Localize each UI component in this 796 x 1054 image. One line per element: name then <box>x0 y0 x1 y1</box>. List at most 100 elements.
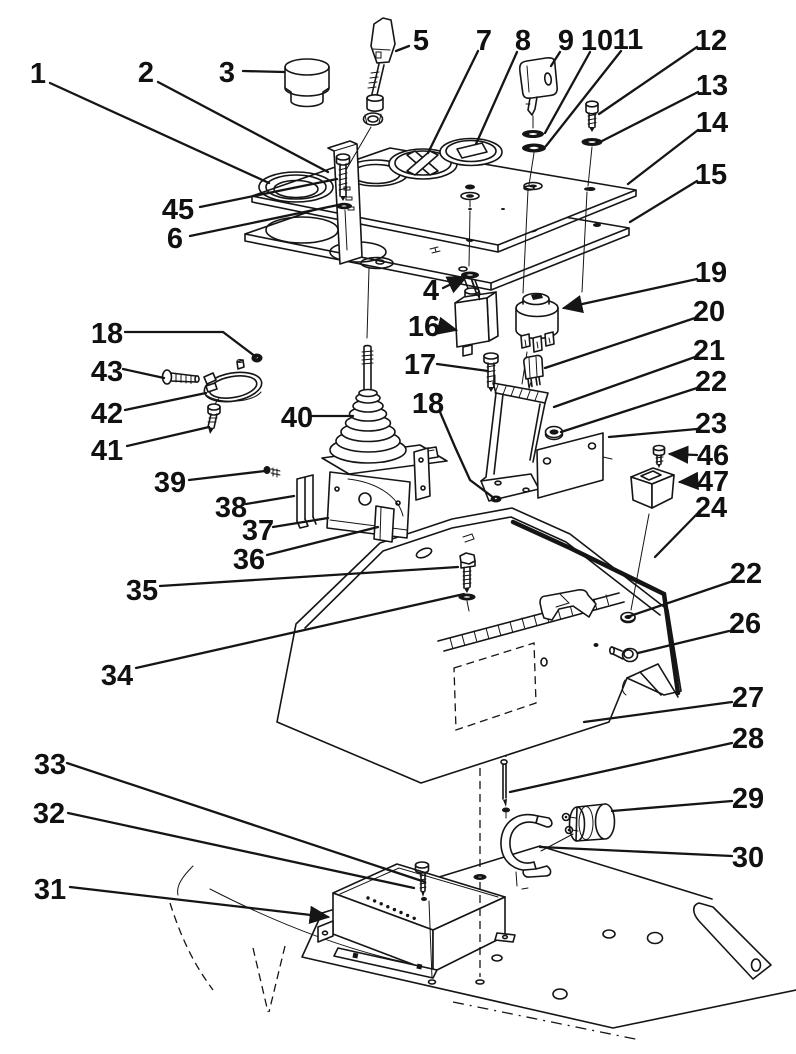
leader-line-35-38 <box>158 565 460 588</box>
bolt-35 <box>459 552 476 593</box>
leader-line-29-32 <box>610 799 734 813</box>
callout-32-35: 32 <box>33 798 65 830</box>
leader-line-31-34 <box>68 885 331 925</box>
cover-plate-23 <box>536 432 613 499</box>
leader-line-2-1 <box>156 80 330 174</box>
leader-line-30-33 <box>538 845 734 858</box>
callout-33-36: 33 <box>34 749 66 781</box>
leader-line-11-8 <box>544 49 623 148</box>
leader-line-46-25 <box>667 445 699 464</box>
leader-line-8-5 <box>474 50 519 146</box>
callout-1-0: 1 <box>30 58 46 90</box>
vent-dots <box>366 896 416 920</box>
callout-19-20: 19 <box>695 257 727 289</box>
bracket-47 <box>630 467 675 509</box>
callout-40-43: 40 <box>281 402 313 434</box>
ignition-switch-19 <box>515 292 559 353</box>
screw-41 <box>207 403 221 434</box>
callout-45-13: 45 <box>162 194 194 226</box>
callout-5-3: 5 <box>413 25 429 57</box>
hold-down-clip <box>539 589 597 621</box>
leader-line-7-4 <box>426 49 480 155</box>
callout-39-42: 39 <box>154 467 186 499</box>
callout-18-19: 18 <box>412 388 444 420</box>
access-panel-outline <box>453 642 537 731</box>
callout-3-2: 3 <box>219 57 235 89</box>
callout-15-12: 15 <box>695 159 727 191</box>
callout-18-18: 18 <box>91 318 123 350</box>
leader-line-18-19 <box>438 410 496 500</box>
leader-line-43-46 <box>121 367 166 380</box>
callout-34-37: 34 <box>101 660 133 692</box>
callout-31-34: 31 <box>34 874 66 906</box>
callout-41-44: 41 <box>91 435 123 467</box>
leader-line-24-27 <box>653 512 699 559</box>
control-box-32 <box>317 863 516 979</box>
callout-29-32: 29 <box>732 783 764 815</box>
stud-washer <box>460 184 480 267</box>
screw-46 <box>651 444 666 477</box>
joystick-boot-40 <box>329 344 407 464</box>
leader-line-45-13 <box>198 177 339 209</box>
leader-line-19-20 <box>561 277 699 314</box>
callout-43-46: 43 <box>91 356 123 388</box>
callout-26-29: 26 <box>729 608 761 640</box>
leader-line-47-26 <box>677 471 699 491</box>
hour-meter-29 <box>561 803 616 842</box>
fuse-20 <box>523 354 544 388</box>
oval-gauge-8 <box>439 137 503 167</box>
leader-line-39-42 <box>187 469 267 482</box>
callout-8-5: 8 <box>515 25 531 57</box>
leader-line-34-37 <box>134 592 466 670</box>
nut-22-upper <box>544 425 564 441</box>
callout-2-1: 2 <box>138 57 154 89</box>
leader-line-20-21 <box>543 316 697 370</box>
leader-line-22-23 <box>559 386 699 434</box>
callout-11-8: 11 <box>613 24 644 56</box>
callout-30-33: 30 <box>732 842 764 874</box>
washer-6 <box>336 202 352 251</box>
leader-line-14-11 <box>626 128 700 186</box>
bracket-plate-2 <box>327 140 370 339</box>
screw-12 <box>585 100 599 132</box>
leader-line-36-39 <box>265 525 380 557</box>
callout-10-7: 10 <box>581 25 613 57</box>
callout-42-45: 42 <box>91 398 123 430</box>
callout-36-39: 36 <box>233 544 265 576</box>
callout-12-9: 12 <box>695 25 727 57</box>
callout-13-10: 13 <box>696 70 728 102</box>
leader-line-6-14 <box>188 203 340 238</box>
callout-23-24: 23 <box>695 408 727 440</box>
callout-7-4: 7 <box>476 25 492 57</box>
bolt-26 <box>593 643 639 663</box>
washer-13 <box>581 138 603 293</box>
callout-28-31: 28 <box>732 723 764 755</box>
gauge-well <box>258 171 334 203</box>
washer-10 <box>522 130 544 138</box>
callout-4-15: 4 <box>423 275 439 307</box>
leader-line-23-24 <box>607 427 699 439</box>
leader-line-1-0 <box>48 81 271 185</box>
leader-line-27-30 <box>582 700 734 724</box>
callout-46-25: 46 <box>697 440 729 472</box>
washer-11 <box>522 143 546 294</box>
leader-line-17-17 <box>435 362 490 373</box>
leader-line-5-3 <box>394 44 411 53</box>
callout-16-16: 16 <box>408 311 440 343</box>
bolt-43 <box>161 369 200 385</box>
callout-22-23: 22 <box>695 366 727 398</box>
callout-37-40: 37 <box>242 515 274 547</box>
leader-line-12-9 <box>597 45 699 116</box>
leader-line-22-28 <box>628 579 735 618</box>
leader-line-3-2 <box>241 69 286 74</box>
leader-line-26-29 <box>636 629 731 655</box>
callout-35-38: 35 <box>126 575 158 607</box>
leader-line-38-41 <box>244 494 296 506</box>
callout-20-21: 20 <box>693 296 725 328</box>
callout-27-30: 27 <box>732 682 764 714</box>
clamp-42 <box>203 359 263 405</box>
clamp-30 <box>500 813 574 890</box>
leader-line-13-10 <box>600 90 700 143</box>
